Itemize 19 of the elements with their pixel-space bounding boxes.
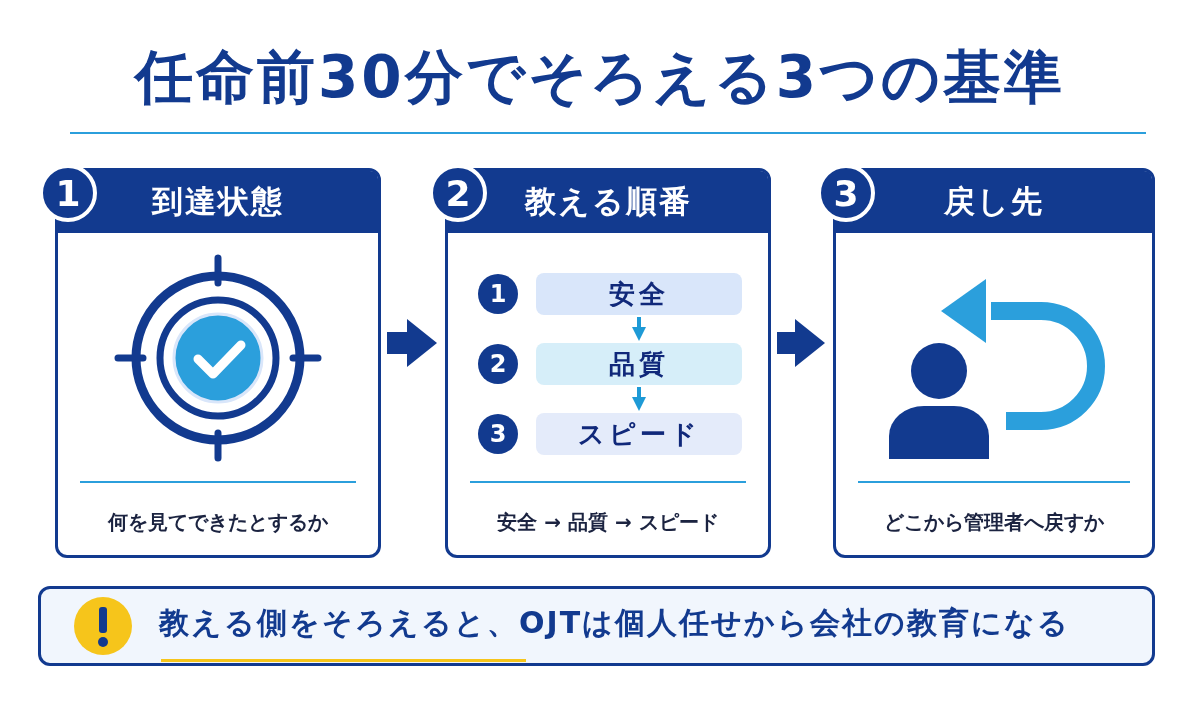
note-box <box>38 586 1155 666</box>
number-badge: 3 <box>478 414 518 454</box>
step-card <box>833 168 1155 558</box>
step-card <box>55 168 381 558</box>
number-badge: 2 <box>478 344 518 384</box>
number-badge: 1 <box>478 274 518 314</box>
arrow <box>387 319 437 367</box>
step-card <box>445 168 771 558</box>
step-box: 安全 <box>536 273 742 315</box>
caption-text: どこから管理者へ戻すか <box>883 509 1105 536</box>
note-text: 教える側をそろえると、OJTは個人任せから会社の教育になる <box>159 604 1071 642</box>
arrow <box>777 319 825 367</box>
caption-text: 安全 → 品質 → スピード <box>496 509 720 536</box>
caption-text: 何を見てできたとするか <box>107 509 329 536</box>
arrow <box>632 317 646 341</box>
step-box: 品質 <box>536 343 742 385</box>
title: 任命前30分でそろえる3つの基準 <box>132 42 1067 112</box>
step-box: スピード <box>536 413 742 455</box>
arrow <box>632 387 646 411</box>
